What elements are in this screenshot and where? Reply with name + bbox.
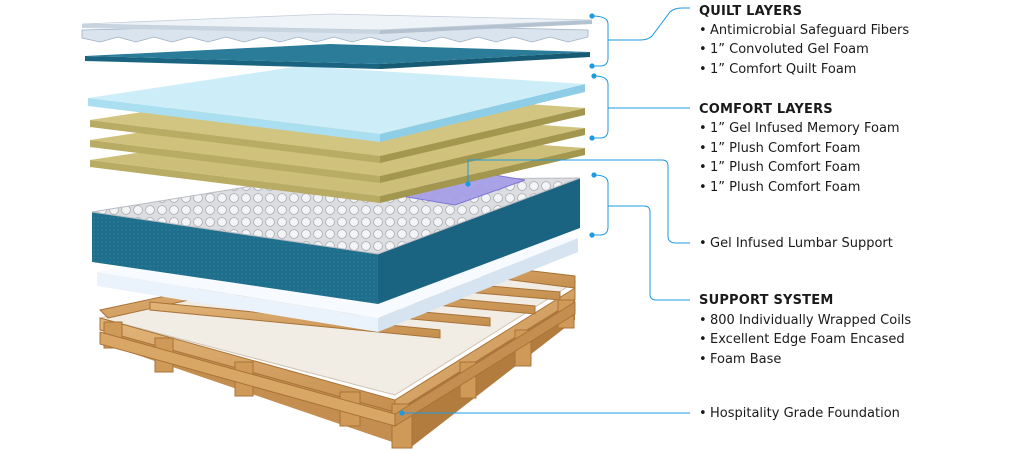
comfort-bracket: [592, 75, 609, 139]
callout-dot: [591, 73, 597, 79]
lumbar-item: •Gel Infused Lumbar Support: [699, 236, 893, 251]
quilt-item: •Antimicrobial Safeguard Fibers: [699, 23, 910, 38]
comfort-item-label: 1” Plush Comfort Foam: [710, 141, 861, 156]
lumbar-leader: [467, 159, 690, 244]
support-item-label: 800 Individually Wrapped Coils: [710, 313, 912, 328]
comfort-layers: [88, 66, 585, 203]
comfort-item-label: 1” Plush Comfort Foam: [710, 160, 861, 175]
comfort-layers-heading: COMFORT LAYERS: [699, 102, 833, 117]
comfort-item-label: 1” Plush Comfort Foam: [710, 180, 861, 195]
foundation-item: •Hospitality Grade Foundation: [699, 406, 900, 421]
comfort-item: •1” Gel Infused Memory Foam: [699, 121, 900, 136]
quilt-item: •1” Convoluted Gel Foam: [699, 42, 869, 57]
callout-dot: [465, 181, 471, 187]
support-bracket: [592, 174, 609, 236]
quilt-leader: [608, 7, 690, 41]
callout-dot: [589, 135, 595, 141]
comfort-item: •1” Plush Comfort Foam: [699, 180, 861, 195]
quilt-item-label: 1” Convoluted Gel Foam: [710, 42, 869, 57]
quilt-bracket: [591, 15, 609, 67]
support-item: •800 Individually Wrapped Coils: [699, 313, 912, 328]
quilt-layers: [81, 13, 593, 69]
support-item-label: Foam Base: [710, 352, 782, 367]
support-item: •Foam Base: [699, 352, 782, 367]
quilt-item-label: Antimicrobial Safeguard Fibers: [710, 23, 910, 38]
callout-dot: [589, 232, 595, 238]
comfort-item: •1” Plush Comfort Foam: [699, 141, 861, 156]
support-leader: [608, 205, 690, 301]
callout-dots: [399, 13, 597, 416]
comfort-item-label: 1” Gel Infused Memory Foam: [710, 121, 900, 136]
foundation-item-label: Hospitality Grade Foundation: [710, 406, 900, 421]
support-core: [91, 170, 581, 304]
callout-lines: [402, 7, 690, 414]
support-item-label: Excellent Edge Foam Encased: [710, 332, 905, 347]
quilt-item: •1” Comfort Quilt Foam: [699, 62, 857, 77]
callout-dot: [589, 13, 595, 19]
comfort-item: •1” Plush Comfort Foam: [699, 160, 861, 175]
support-item: •Excellent Edge Foam Encased: [699, 332, 905, 347]
callout-dot: [591, 172, 597, 178]
lumbar-item-label: Gel Infused Lumbar Support: [710, 236, 893, 251]
callout-dot: [589, 63, 595, 69]
callout-dot: [399, 410, 405, 416]
support-system-heading: SUPPORT SYSTEM: [699, 293, 834, 308]
quilt-item-label: 1” Comfort Quilt Foam: [710, 62, 857, 77]
quilt-layers-heading: QUILT LAYERS: [699, 4, 803, 19]
